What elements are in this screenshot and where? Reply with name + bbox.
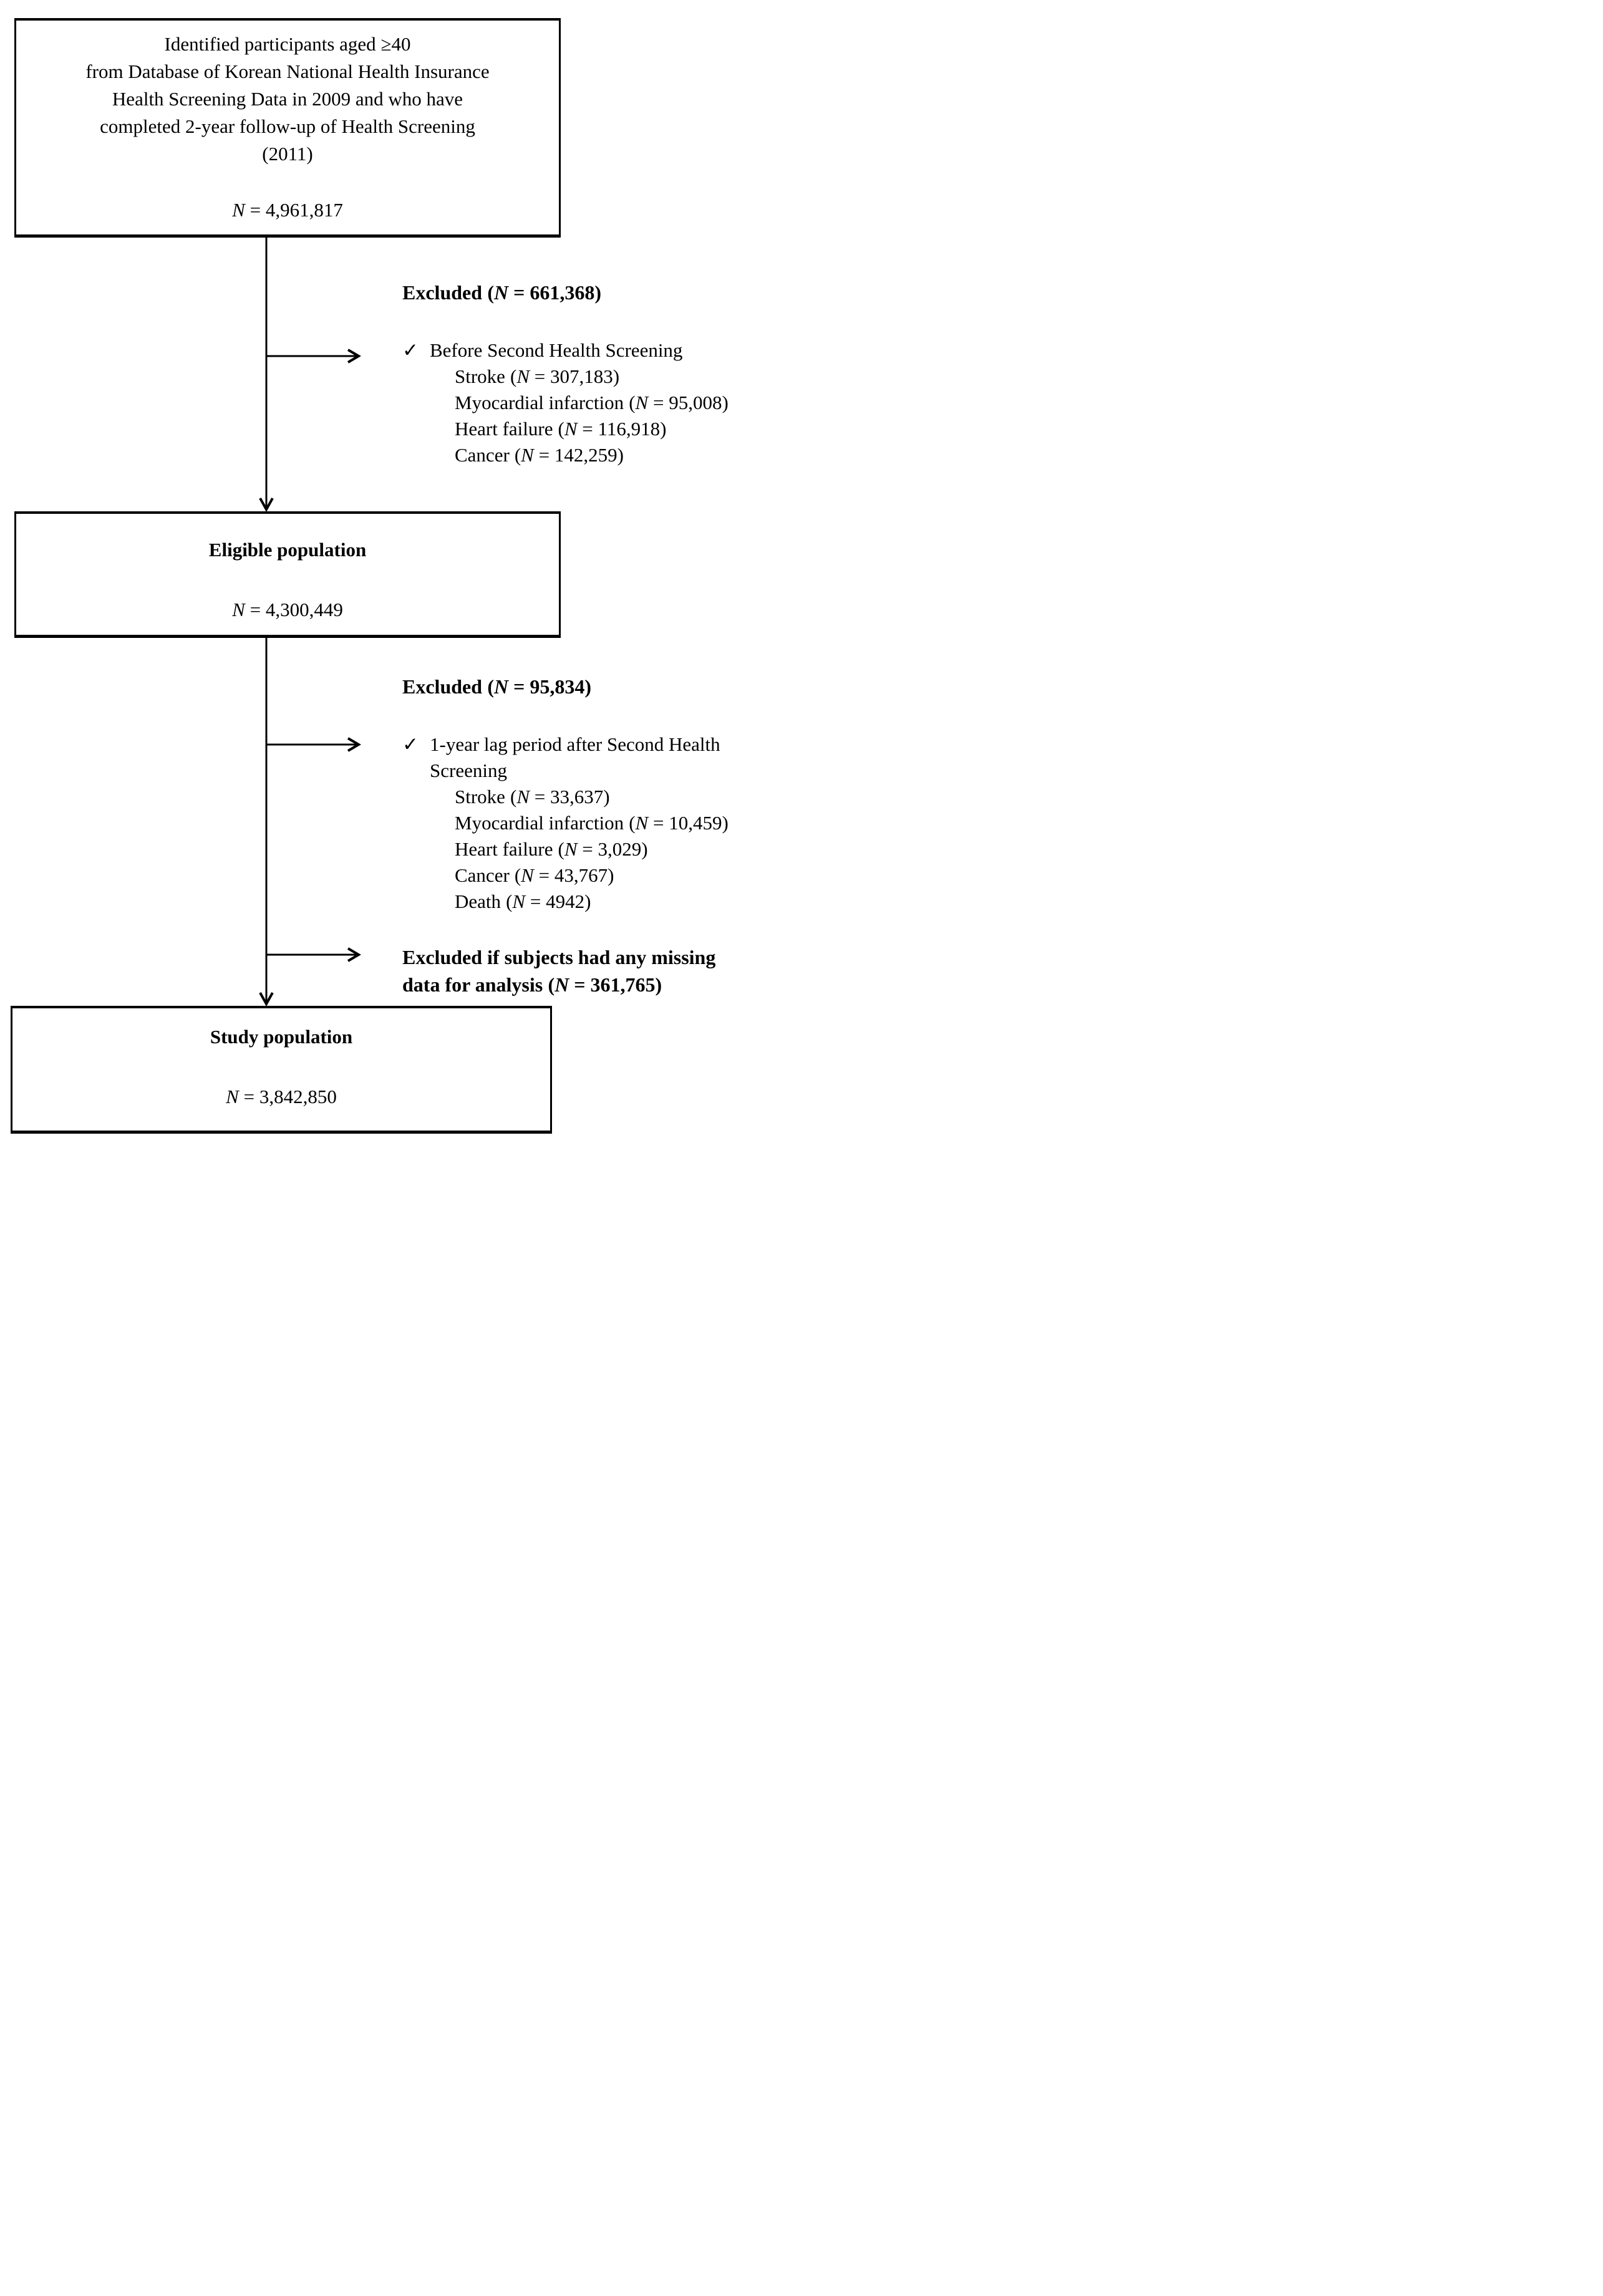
arrow-down-identified-to-eligible xyxy=(259,238,274,511)
exclusion-block-before-screening: Excluded(N = 661,368) ✓ Before Second He… xyxy=(402,279,789,468)
study-title: Study population xyxy=(210,1026,353,1048)
exclusion-item-label: Death xyxy=(455,890,501,912)
exclusion-block-lag-period: Excluded(N = 95,834) ✓ 1-year lag period… xyxy=(402,673,777,915)
exclusion-reason-text: Before Second Health Screening xyxy=(430,339,683,361)
eligible-n-value: N = 4,300,449 xyxy=(232,599,343,620)
box-study-population: Study population N = 3,842,850 xyxy=(11,1006,552,1134)
box-text-line: Identified participants aged ≥40 xyxy=(164,33,411,55)
exclusion-item: Cancer(N = 43,767) xyxy=(402,862,777,889)
exclusion-block-missing-data: Excluded if subjects had any missing dat… xyxy=(402,943,758,998)
exclusion-item: Heart failure(N = 116,918) xyxy=(402,416,789,442)
box-eligible-population: Eligible population N = 4,300,449 xyxy=(14,511,561,638)
exclusion-item-label: Stroke xyxy=(455,786,505,808)
exclusion-item: Stroke(N = 33,637) xyxy=(402,784,777,810)
exclusion-item-label: Myocardial infarction xyxy=(455,392,624,413)
exclusion-heading-count: (N = 361,765) xyxy=(548,973,662,996)
exclusion-heading-count: (N = 661,368) xyxy=(487,281,601,304)
exclusion-item: Myocardial infarction(N = 10,459) xyxy=(402,810,777,836)
box-text-line: Health Screening Data in 2009 and who ha… xyxy=(112,88,463,110)
exclusion-item: Heart failure(N = 3,029) xyxy=(402,836,777,862)
identified-n-value: N = 4,961,817 xyxy=(232,199,343,221)
box-text-line: completed 2-year follow-up of Health Scr… xyxy=(100,115,475,137)
exclusion-heading: Excluded(N = 661,368) xyxy=(402,279,789,306)
exclusion-reason-text: 1-year lag period after Second Health Sc… xyxy=(430,733,720,781)
eligible-title: Eligible population xyxy=(208,539,367,561)
exclusion-item-list: Stroke(N = 307,183)Myocardial infarction… xyxy=(402,364,789,468)
exclusion-heading-count: (N = 95,834) xyxy=(487,675,591,698)
exclusion-item-label: Stroke xyxy=(455,365,505,387)
exclusion-item-count: (N = 116,918) xyxy=(558,418,667,440)
exclusion-item: Cancer(N = 142,259) xyxy=(402,442,789,468)
exclusion-detail: ✓ Before Second Health Screening Stroke(… xyxy=(402,337,789,468)
check-icon: ✓ xyxy=(402,733,419,755)
box-text-line: from Database of Korean National Health … xyxy=(85,60,490,82)
box-text-line: (2011) xyxy=(262,143,313,165)
exclusion-heading: Excluded(N = 95,834) xyxy=(402,673,777,700)
exclusion-heading-text: Excluded if subjects had any missing dat… xyxy=(402,946,716,996)
exclusion-item-count: (N = 307,183) xyxy=(510,365,620,387)
exclusion-item-count: (N = 10,459) xyxy=(629,812,729,834)
exclusion-item-label: Heart failure xyxy=(455,418,553,440)
exclusion-heading-text: Excluded xyxy=(402,675,483,698)
check-icon: ✓ xyxy=(402,339,419,361)
exclusion-item: Stroke(N = 307,183) xyxy=(402,364,789,390)
exclusion-item-count: (N = 43,767) xyxy=(514,864,614,886)
exclusion-item-label: Cancer xyxy=(455,864,510,886)
study-n-value: N = 3,842,850 xyxy=(226,1086,337,1107)
arrow-down-eligible-to-study xyxy=(259,638,274,1006)
arrow-right-exclusion-1 xyxy=(266,349,361,364)
box-identified-text: Identified participants aged ≥40 from Da… xyxy=(32,31,543,168)
flow-diagram: Identified participants aged ≥40 from Da… xyxy=(0,0,802,1148)
exclusion-item-count: (N = 3,029) xyxy=(558,838,648,860)
exclusion-heading-text: Excluded xyxy=(402,281,483,304)
exclusion-item: Death(N = 4942) xyxy=(402,889,777,915)
exclusion-item-label: Cancer xyxy=(455,444,510,466)
exclusion-item-count: (N = 95,008) xyxy=(629,392,729,413)
exclusion-reason-row: ✓ Before Second Health Screening xyxy=(402,337,789,364)
exclusion-reason-row: ✓ 1-year lag period after Second Health … xyxy=(402,731,777,784)
arrow-right-exclusion-3 xyxy=(266,947,361,962)
exclusion-item-count: (N = 4942) xyxy=(506,890,591,912)
exclusion-item-count: (N = 142,259) xyxy=(514,444,624,466)
exclusion-item-count: (N = 33,637) xyxy=(510,786,610,808)
box-identified-population: Identified participants aged ≥40 from Da… xyxy=(14,18,561,238)
exclusion-detail: ✓ 1-year lag period after Second Health … xyxy=(402,731,777,915)
exclusion-item-list: Stroke(N = 33,637)Myocardial infarction(… xyxy=(402,784,777,915)
exclusion-item: Myocardial infarction(N = 95,008) xyxy=(402,390,789,416)
exclusion-item-label: Heart failure xyxy=(455,838,553,860)
exclusion-item-label: Myocardial infarction xyxy=(455,812,624,834)
arrow-right-exclusion-2 xyxy=(266,737,361,752)
